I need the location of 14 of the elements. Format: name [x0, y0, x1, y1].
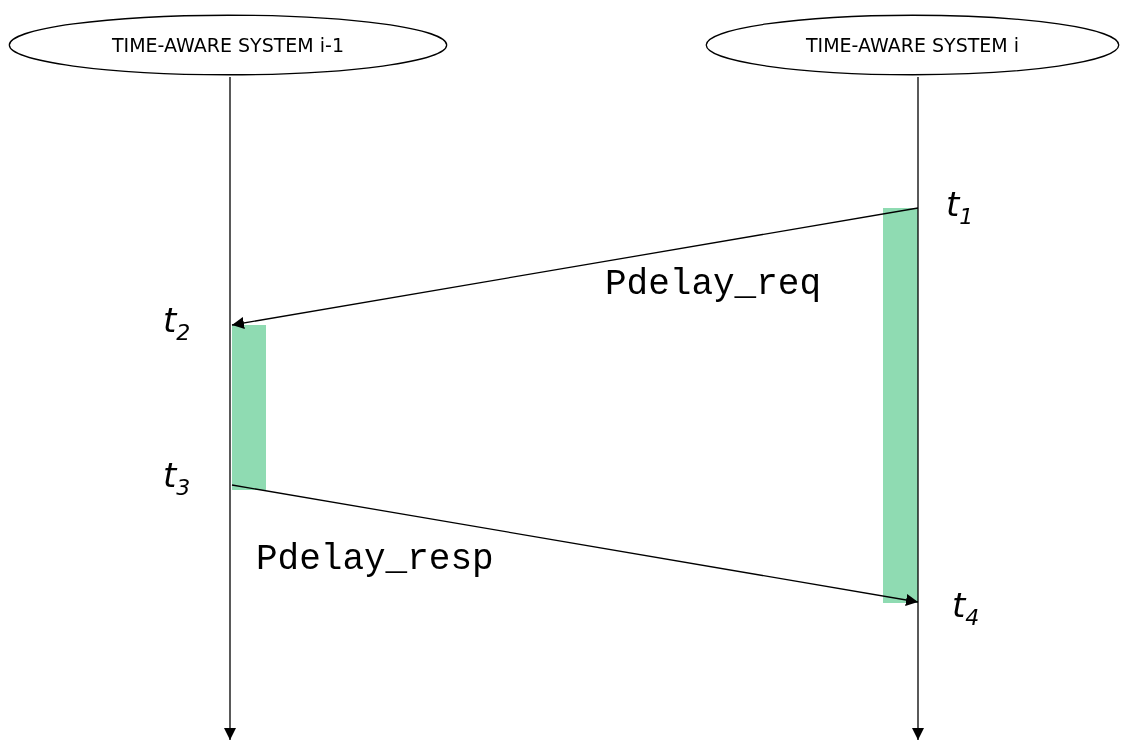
system-name: TIME-AWARE SYSTEM i-1 [112, 34, 344, 56]
timestamp-label: t$_{4}$ [952, 585, 980, 632]
message-arrow [231, 207, 919, 329]
activation-bar [883, 208, 918, 603]
lifeline-ellipse [705, 14, 1120, 76]
lifeline-ellipse [8, 14, 448, 76]
system-name: TIME-AWARE SYSTEM i [805, 34, 1019, 56]
timestamp-label: t$_{3}$ [163, 455, 191, 502]
timestamp-label: t$_{1}$ [946, 184, 974, 231]
lifeline-arrow [224, 76, 236, 741]
message-arrow [231, 484, 919, 606]
activation-bar [232, 325, 266, 490]
timestamp-label: t$_{2}$ [163, 300, 191, 347]
lifeline-arrow [912, 76, 924, 741]
